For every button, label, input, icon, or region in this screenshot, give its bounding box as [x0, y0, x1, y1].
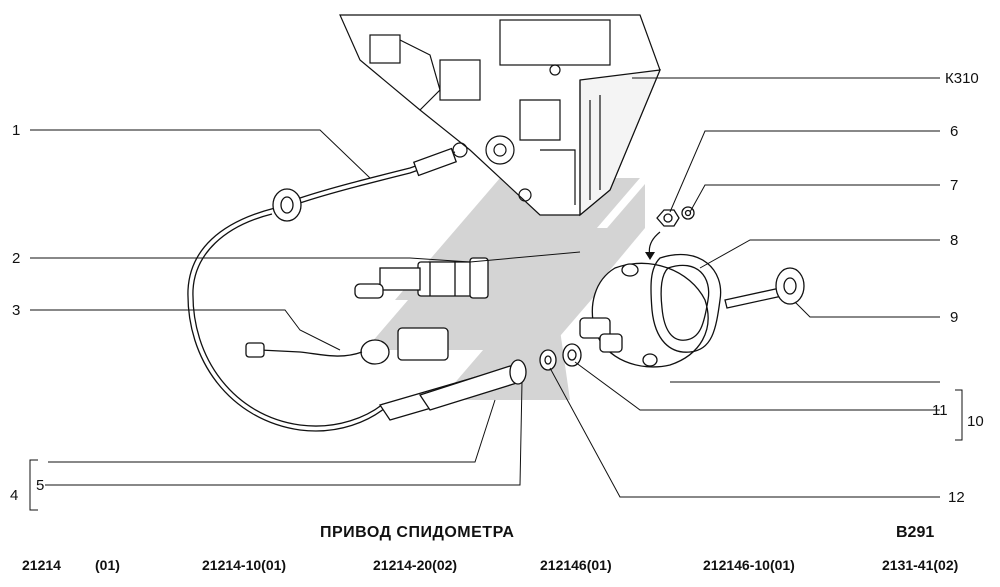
- drive-housing: [579, 262, 709, 368]
- variant-21214-20: 21214-20(02): [373, 557, 458, 573]
- speed-sensor: [245, 327, 449, 365]
- variant-2131-41: 2131-41(02): [882, 557, 959, 573]
- gasket: [650, 253, 722, 353]
- reference-label: К310: [945, 70, 979, 87]
- callout-5: 5: [36, 477, 45, 494]
- figure-code: В291: [896, 524, 935, 541]
- gear-bushing: [539, 343, 582, 371]
- callout-12: 12: [948, 489, 965, 506]
- diagram-title: ПРИВОД СПИДОМЕТРА: [320, 524, 515, 541]
- callout-3: 3: [12, 302, 21, 319]
- assembly-arrow-head: [645, 252, 655, 260]
- callout-2: 2: [12, 250, 21, 267]
- callout-1: 1: [12, 122, 21, 139]
- sensor-connector: [354, 257, 489, 299]
- callout-8: 8: [950, 232, 959, 249]
- speedometer-cable: [187, 147, 458, 432]
- callout-6: 6: [950, 123, 959, 140]
- variant-212146: 212146(01): [540, 557, 612, 573]
- leader-lines: [29, 77, 963, 511]
- callout-9: 9: [950, 309, 959, 326]
- callout-7: 7: [950, 177, 959, 194]
- variant-01: (01): [95, 557, 120, 573]
- drive-shaft: [378, 359, 527, 421]
- variant-21214-10: 21214-10(01): [202, 557, 287, 573]
- callout-10: 10: [967, 413, 984, 430]
- variant-21214: 21214: [22, 557, 61, 573]
- engine-block: [339, 14, 661, 217]
- nut-washer: [656, 206, 695, 227]
- callout-4: 4: [10, 487, 19, 504]
- variant-212146-10: 212146-10(01): [703, 557, 795, 573]
- callout-11: 11: [932, 402, 948, 419]
- driven-gear: [724, 267, 805, 309]
